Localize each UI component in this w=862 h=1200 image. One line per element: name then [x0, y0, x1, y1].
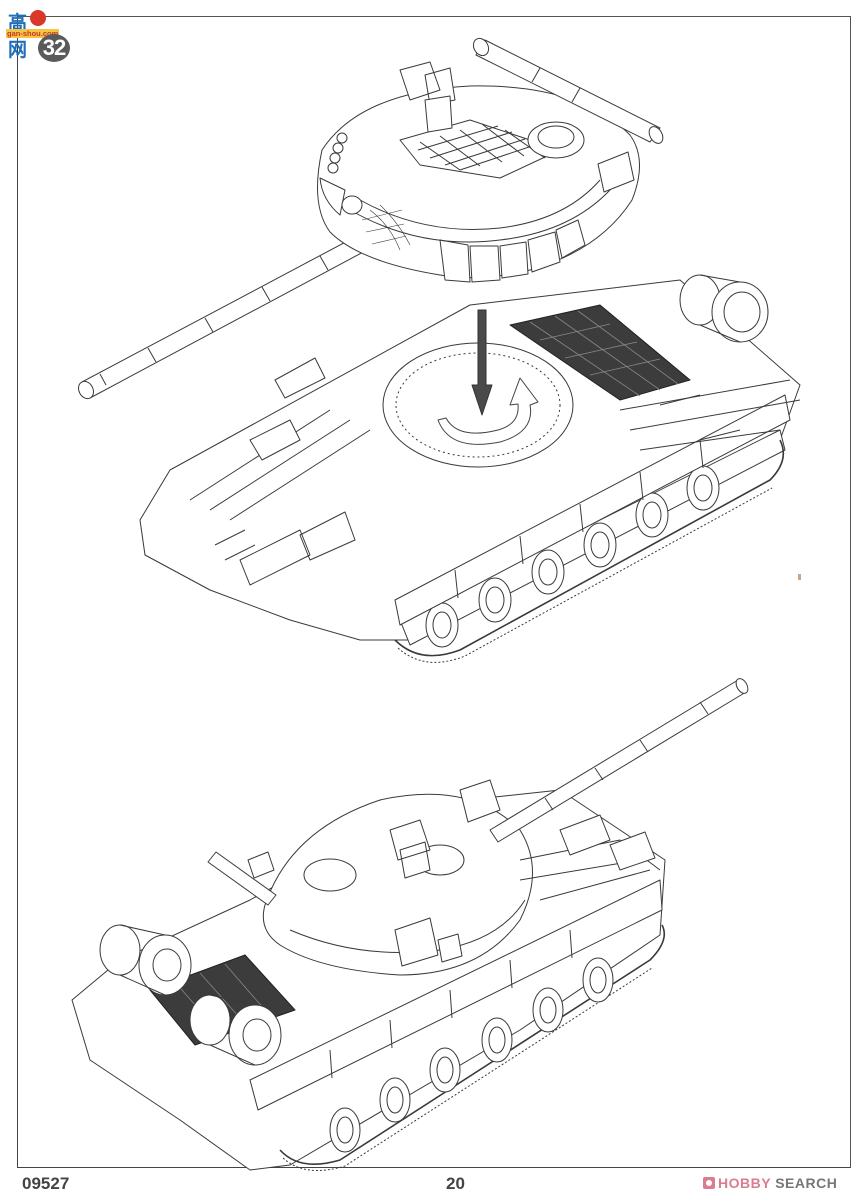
hobby-search-watermark: HOBBY SEARCH	[703, 1175, 837, 1191]
fuel-drum	[679, 274, 769, 343]
road-wheels	[425, 465, 720, 648]
completed-tank-drawing	[71, 678, 749, 1171]
watermark-brand: HOBBY	[718, 1175, 771, 1191]
turret-ring	[382, 342, 574, 468]
step-number-badge: 32	[38, 34, 70, 62]
watermark-chinese-text: 高 网	[8, 12, 46, 61]
fuel-drums	[99, 924, 282, 1066]
gun-barrel	[489, 678, 749, 843]
turret-drawing	[78, 37, 664, 400]
gan-shou-watermark: 高 网 gan-shou.com	[6, 8, 72, 61]
road-wheels	[329, 957, 614, 1153]
product-code: 09527	[22, 1174, 70, 1193]
mascot-icon	[30, 10, 46, 26]
launcher-tube	[472, 37, 664, 144]
engine-grille	[509, 304, 691, 401]
page-frame	[17, 16, 851, 1168]
down-arrow-icon	[471, 309, 493, 416]
watermark-url: gan-shou.com	[6, 29, 60, 38]
page-number: 20	[446, 1174, 465, 1193]
hull-drawing	[139, 274, 801, 663]
watermark-suffix: SEARCH	[775, 1175, 838, 1191]
rotation-arrow-icon	[437, 377, 539, 445]
paper-speck	[798, 574, 801, 580]
hobby-search-logo-icon	[703, 1177, 715, 1189]
gun-barrel	[78, 227, 383, 400]
